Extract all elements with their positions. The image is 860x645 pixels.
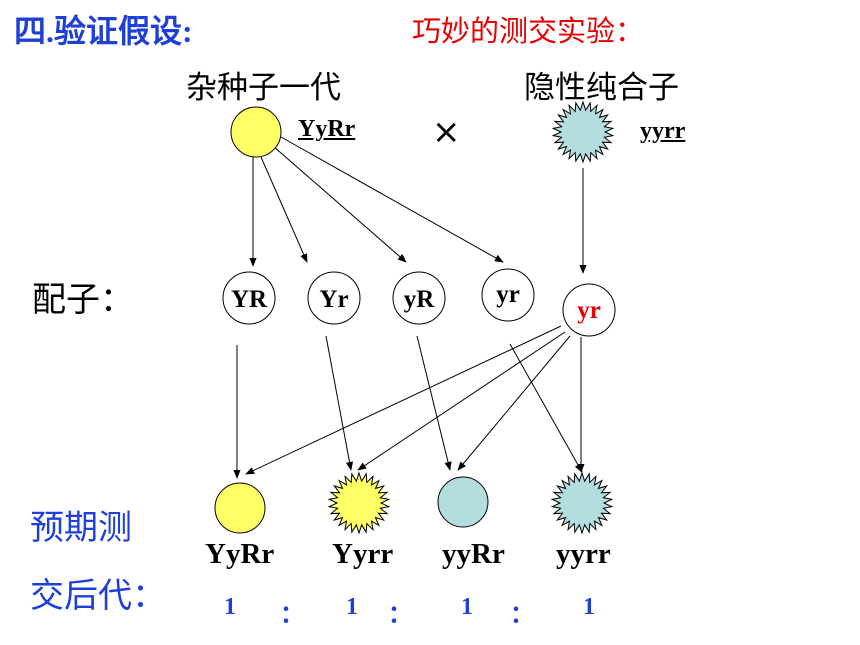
gametes-label: 配子： (32, 280, 134, 320)
gamete-yR: yR (404, 286, 436, 313)
ratio-separator-1: ： (280, 602, 304, 628)
slide-subtitle: 巧妙的测交实验： (412, 14, 645, 48)
ratio-separator-2: ： (388, 602, 412, 628)
expected-offspring-label-line1: 预期测 (30, 508, 132, 548)
cross-symbol: × (432, 112, 461, 152)
gamete-yr: yr (496, 281, 520, 308)
offspring-genotype-4: yyrr (556, 538, 611, 570)
slide-heading: 四.验证假设: (14, 13, 193, 49)
ratio-value-4: 1 (583, 594, 595, 620)
arrow-hybrid-to-yR (272, 145, 407, 263)
ratio-value-2: 1 (346, 594, 358, 620)
expected-offspring-label-line2: 交后代： (30, 576, 166, 616)
arrow-yr-to-offspring4 (509, 343, 583, 473)
arrow-recessive-yr-to-offspring2 (357, 331, 566, 471)
gamete-circle-yR (392, 271, 446, 325)
hybrid-parent-genotype: YyRr (298, 116, 356, 142)
offspring-genotype-2: Yyrr (332, 538, 394, 570)
hybrid-parent-label: 杂种子一代 (186, 70, 341, 106)
arrow-recessive-yr-to-offspring3 (457, 335, 571, 471)
ratio-value-1: 1 (224, 594, 236, 620)
yellow-round-seed-icon (230, 106, 282, 158)
yellow-round-seed-icon (214, 482, 266, 534)
arrow-hybrid-to-yr (280, 136, 504, 263)
gamete-YR: YR (231, 286, 268, 313)
green-wrinkled-seed-icon (550, 471, 614, 535)
green-round-seed-icon (437, 476, 489, 528)
ratio-separator-3: ： (510, 602, 534, 628)
green-wrinkled-seed-icon (551, 100, 615, 164)
gamete-circle-recessive-yr (562, 283, 616, 337)
arrow-hybrid-to-Yr (260, 156, 308, 263)
ratio-value-3: 1 (461, 594, 473, 620)
gamete-circle-YR (222, 271, 276, 325)
offspring-genotype-1: YyRr (205, 538, 275, 570)
gamete-circle-yr (481, 268, 535, 322)
arrow-Yr-to-offspring2 (325, 335, 354, 471)
gamete-recessive-yr: yr (577, 297, 601, 324)
arrow-recessive-yr-to-offspring1 (245, 325, 562, 475)
arrow-yR-to-offspring3 (416, 335, 452, 471)
gamete-circle-Yr (307, 271, 361, 325)
gamete-Yr: Yr (319, 286, 348, 313)
yellow-wrinkled-seed-icon (327, 471, 391, 535)
recessive-parent-label: 隐性纯合子 (524, 70, 679, 106)
offspring-genotype-3: yyRr (442, 538, 505, 570)
recessive-parent-genotype: yyrr (640, 118, 686, 144)
